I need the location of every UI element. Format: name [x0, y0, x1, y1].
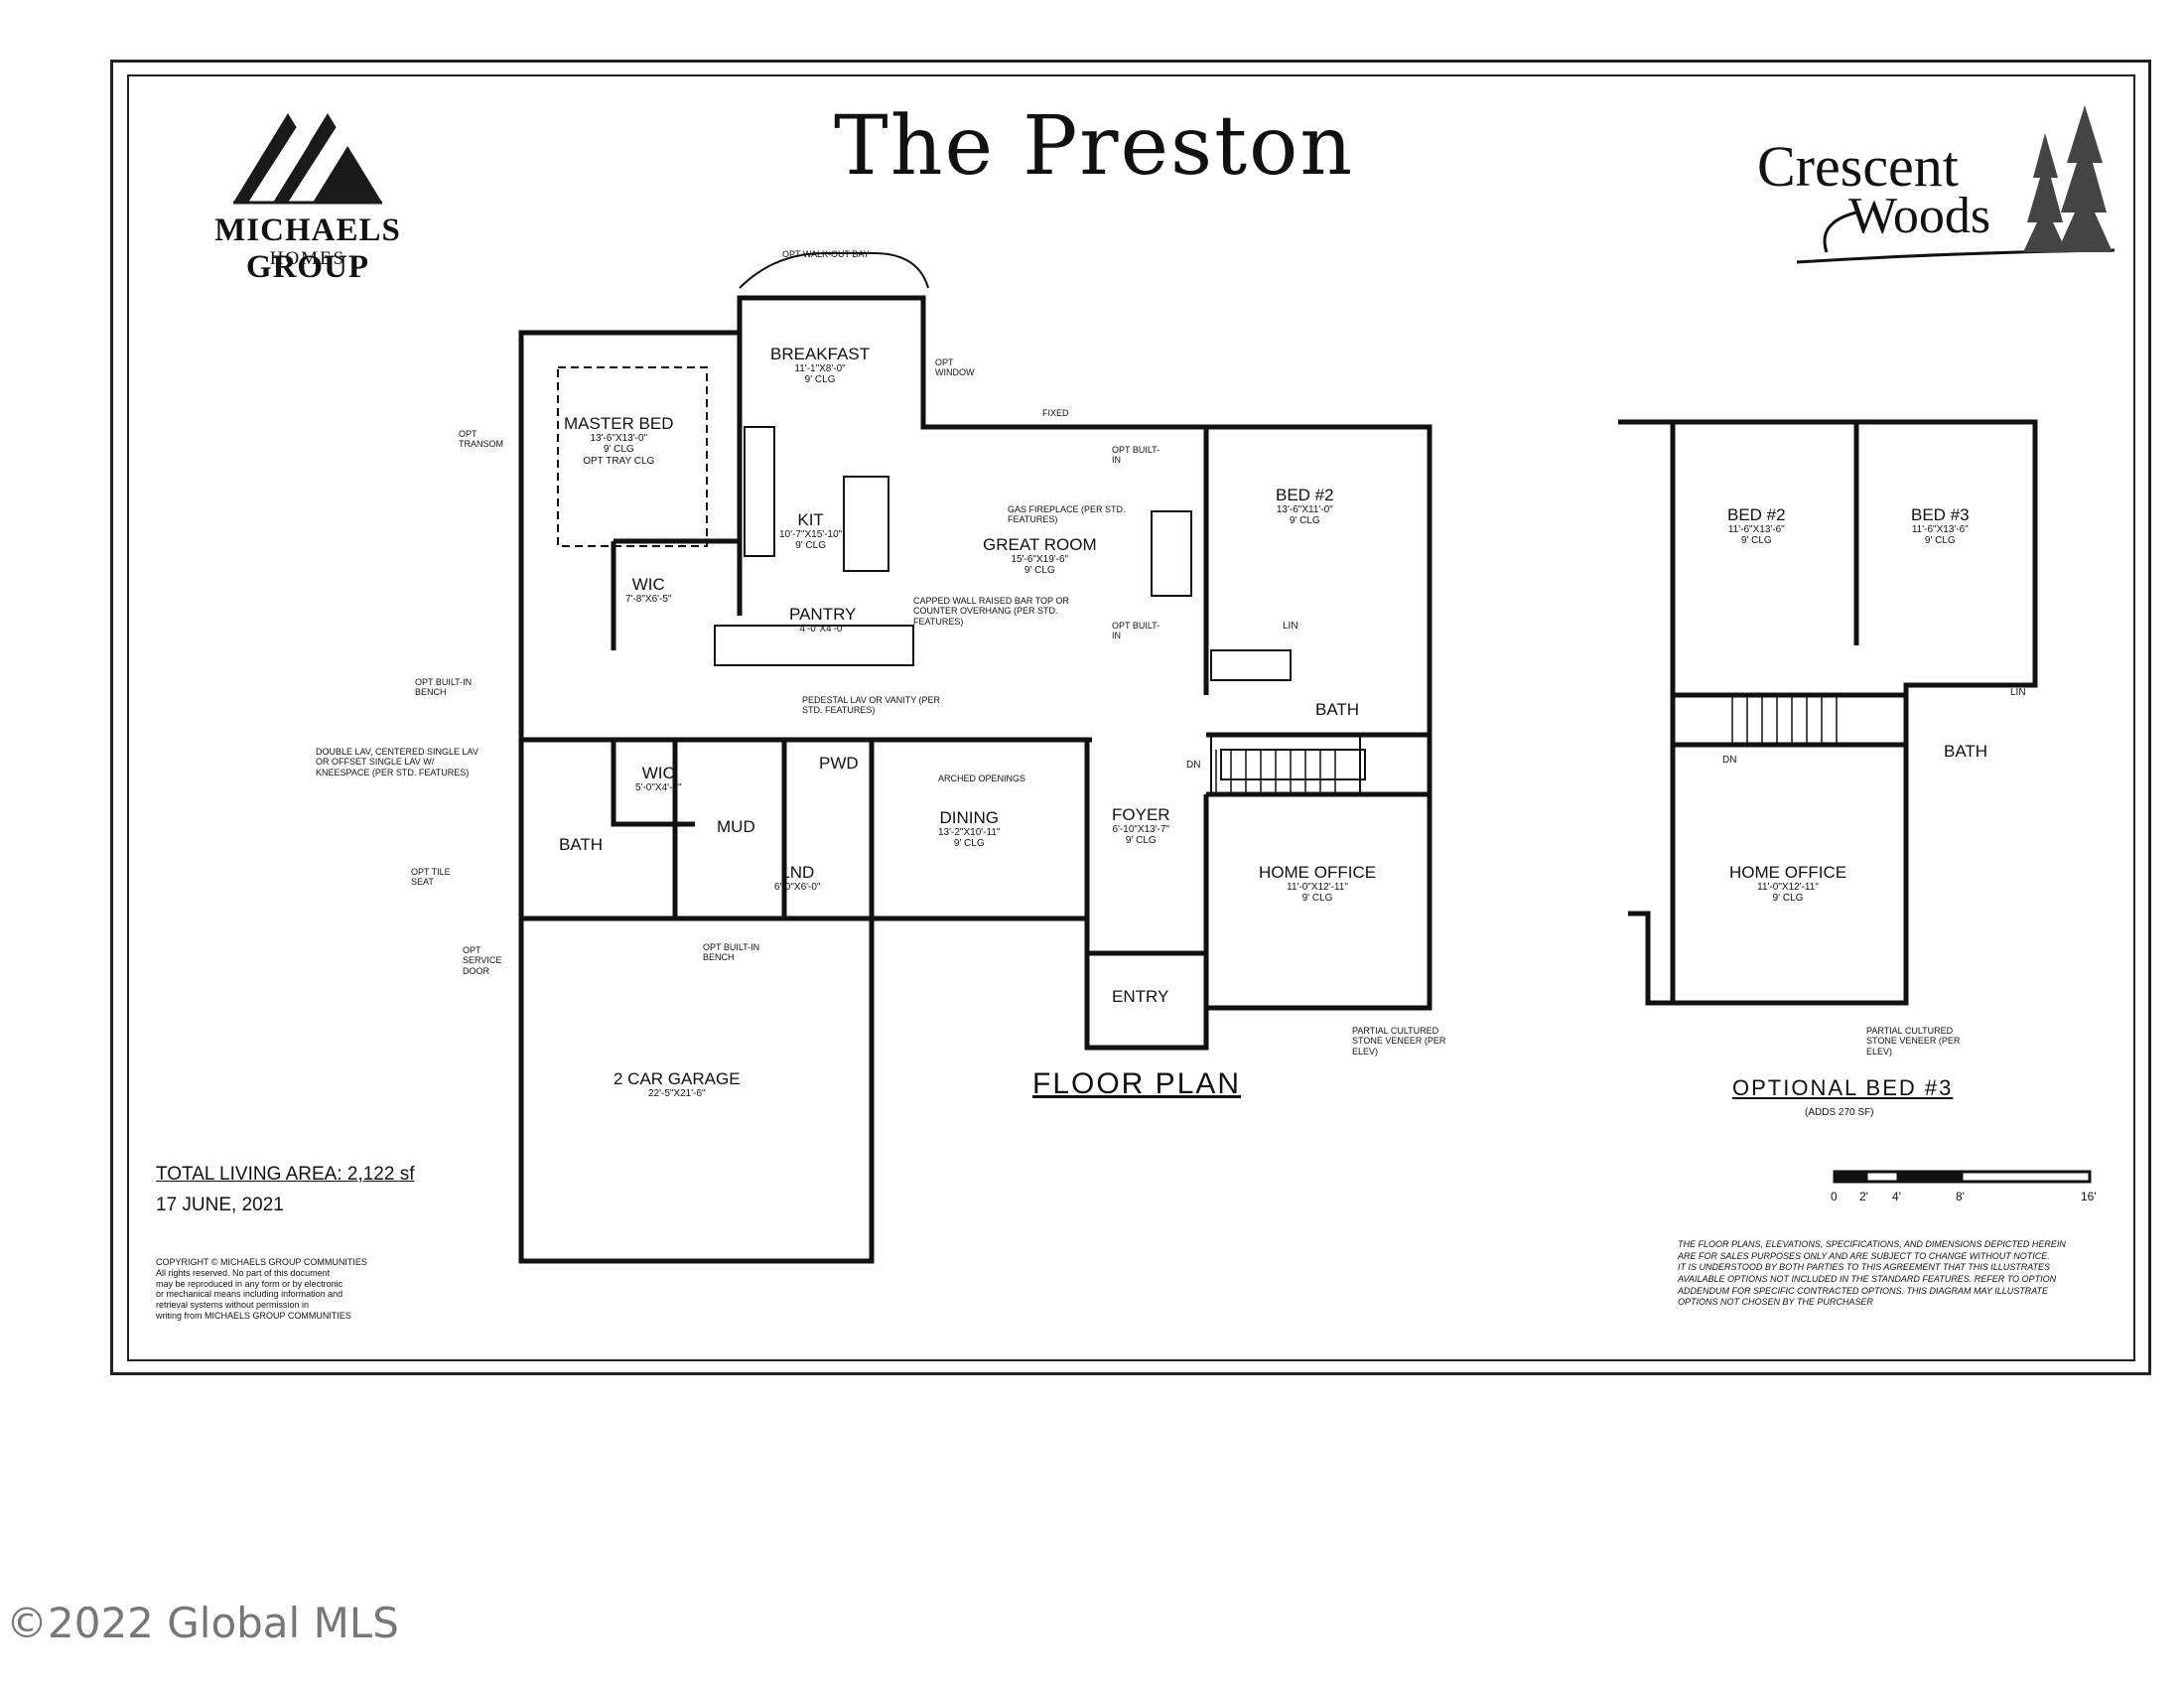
room-wic-1: WIC 7'-8"x6'-5" [625, 575, 672, 605]
brand-word-1: Crescent [1757, 134, 1959, 199]
room-dining: DINING 13'-2"x10'-11" 9' CLG [938, 808, 1001, 850]
room-pantry: PANTRY 4'-0"x4'-0" [789, 605, 857, 634]
note-opt-builtin-bench-2: OPT BUILT-IN BENCH [703, 942, 760, 963]
note-walkout-bay: OPT WALK-OUT BAY [782, 249, 870, 259]
inner-border [127, 74, 2135, 1361]
disclaimer: THE FLOOR PLANS, ELEVATIONS, SPECIFICATI… [1678, 1239, 2066, 1308]
room-wic-2: WIC 5'-0"x4'-6" [635, 764, 682, 793]
opt-room-bed-2: BED #2 11'-6"x13'-6" 9' CLG [1727, 505, 1786, 547]
note-arched-openings: ARCHED OPENINGS [938, 774, 1026, 783]
room-master-bed: MASTER BED 13'-6"x13'-0" 9' CLG OPT TRAY… [564, 414, 674, 467]
optional-plan-walls [1618, 419, 2038, 1006]
brand-sub: HOMES [269, 248, 346, 269]
room-foyer: FOYER 6'-10"x13'-7" 9' CLG [1112, 805, 1170, 847]
scale-label-0: 0 [1831, 1190, 1838, 1203]
note-double-lav: DOUBLE LAV, CENTERED SINGLE LAV OR OFFSE… [316, 747, 478, 777]
mountain-logo-icon [233, 113, 382, 205]
opt-room-bath: BATH [1944, 742, 1988, 761]
brand-word-2: Woods [1848, 188, 1991, 244]
scale-label-4: 4' [1892, 1190, 1901, 1203]
copyright-block: COPYRIGHT © MICHAELS GROUP COMMUNITIES A… [156, 1257, 367, 1321]
crescent-woods-logo: Crescent Woods [1757, 103, 2124, 272]
mls-watermark: ©2022 Global MLS [6, 1599, 399, 1647]
michaels-group-logo: MICHAELS GROUP HOMES [149, 103, 467, 285]
optional-plan-heading: OPTIONAL BED #3 [1732, 1075, 1954, 1100]
note-opt-builtin-bench: OPT BUILT-IN BENCH [415, 677, 473, 698]
outer-border [110, 60, 2151, 1375]
trees-icon [1796, 105, 2116, 264]
scale-label-16: 16' [2081, 1190, 2097, 1203]
scale-bar [1833, 1170, 2092, 1184]
note-pedestal-lav: PEDESTAL LAV OR VANITY (PER STD. FEATURE… [802, 695, 941, 716]
room-bath-upper: BATH [1315, 700, 1360, 719]
room-bath-master: BATH [559, 835, 604, 854]
scale-label-8: 8' [1956, 1190, 1965, 1203]
note-opt-builtin-2: OPT BUILT-IN [1112, 621, 1160, 641]
opt-dn-label: DN [1722, 755, 1737, 766]
room-great-room: GREAT ROOM 15'-6"x19'-6" 9' CLG [983, 535, 1097, 577]
page-title: The Preston [834, 99, 1355, 194]
opt-lin-label: LIN [2010, 687, 2026, 698]
main-plan-walls [518, 295, 1433, 1264]
room-pwd: PWD [819, 754, 859, 773]
note-stone-veneer: PARTIAL CULTURED STONE VENEER (PER ELEV) [1352, 1026, 1446, 1057]
dn-label: DN [1186, 760, 1201, 771]
total-living-area: TOTAL LIVING AREA: 2,122 sf [156, 1164, 415, 1185]
room-bed-2: BED #2 13'-6"x11'-0" 9' CLG [1276, 486, 1334, 527]
opt-room-bed-3: BED #3 11'-6"x13'-6" 9' CLG [1911, 505, 1970, 547]
room-kit: KIT 10'-7"x15'-10" 9' CLG [779, 510, 843, 552]
optional-plan-sub: (ADDS 270 SF) [1805, 1107, 1874, 1118]
note-capped-wall: CAPPED WALL RAISED BAR TOP OR COUNTER OV… [913, 596, 1069, 627]
room-garage: 2 CAR GARAGE 22'-5"x21'-6" [614, 1069, 741, 1099]
note-opt-service-door: OPT SERVICE DOOR [463, 945, 502, 976]
scale-label-2: 2' [1859, 1190, 1868, 1203]
room-entry: ENTRY [1112, 987, 1169, 1006]
opt-room-home-office: HOME OFFICE 11'-0"x12'-11" 9' CLG [1729, 863, 1847, 905]
note-fixed: FIXED [1042, 408, 1069, 418]
note-gas-fireplace: GAS FIREPLACE (PER STD. FEATURES) [1008, 504, 1126, 525]
note-opt-transom: OPT TRANSOM [459, 429, 503, 450]
room-mud: MUD [717, 817, 755, 836]
floor-plan-heading: FLOOR PLAN [1032, 1067, 1242, 1100]
room-lnd: LND 6'-0"x6'-0" [774, 863, 821, 893]
note-opt-tile-seat: OPT TILE SEAT [411, 867, 451, 888]
note-opt-window: OPT WINDOW [935, 357, 975, 378]
room-breakfast: BREAKFAST 11'-1"x8'-0" 9' CLG [770, 345, 871, 386]
lin-label: LIN [1283, 621, 1298, 632]
plan-date: 17 JUNE, 2021 [156, 1195, 284, 1215]
note-opt-builtin-1: OPT BUILT-IN [1112, 445, 1160, 466]
brand-name: MICHAELS GROUP [214, 212, 401, 285]
room-home-office: HOME OFFICE 11'-0"x12'-11" 9' CLG [1259, 863, 1377, 905]
opt-note-stone-veneer: PARTIAL CULTURED STONE VENEER (PER ELEV) [1866, 1026, 1961, 1057]
